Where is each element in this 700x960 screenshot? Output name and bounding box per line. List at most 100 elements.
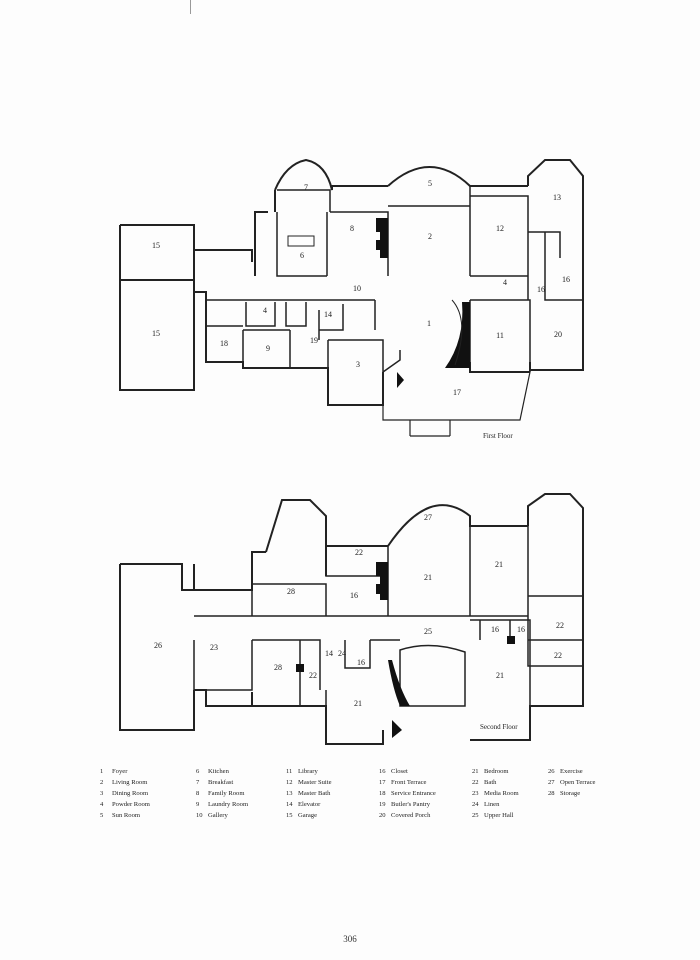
- first-floor-dining-fireplace: [397, 372, 404, 388]
- legend-label: Foyer: [112, 768, 128, 775]
- legend-number: 17: [379, 779, 386, 786]
- legend-label: Powder Room: [112, 801, 150, 808]
- room-number-label: 12: [496, 224, 504, 233]
- legend-label: Linen: [484, 801, 500, 808]
- legend-item: 16 Closet: [379, 766, 436, 777]
- legend-label: Closet: [391, 768, 408, 775]
- room-number-label: 16: [517, 625, 525, 634]
- legend-item: 26 Exercise: [548, 766, 595, 777]
- legend-item: 21 Bedroom: [472, 766, 519, 777]
- legend-label: Family Room: [208, 790, 245, 797]
- legend-label: Upper Hall: [484, 812, 514, 819]
- room-number-label: 16: [350, 591, 358, 600]
- legend-label: Bedroom: [484, 768, 509, 775]
- legend-number: 19: [379, 801, 386, 808]
- legend-item: 19 Butler's Pantry: [379, 799, 436, 810]
- legend-label: Elevator: [298, 801, 321, 808]
- room-number-label: 21: [495, 560, 503, 569]
- second-floor-fireplace: [376, 562, 388, 600]
- legend-number: 18: [379, 790, 386, 797]
- page-number: 306: [343, 934, 357, 944]
- room-number-label: 11: [496, 331, 504, 340]
- legend-number: 4: [100, 801, 104, 808]
- room-number-label: 16: [357, 658, 365, 667]
- room-number-label: 3: [356, 360, 360, 369]
- legend-label: Covered Porch: [391, 812, 431, 819]
- first-floor-stair: [445, 302, 470, 368]
- room-number-label: 21: [354, 699, 362, 708]
- legend-item: 4 Powder Room: [100, 799, 150, 810]
- room-number-label: 22: [309, 671, 317, 680]
- room-number-label: 22: [554, 651, 562, 660]
- room-number-label: 15: [152, 329, 160, 338]
- second-floor-interior-walls: [181, 526, 583, 744]
- legend-number: 24: [472, 801, 479, 808]
- room-number-label: 14: [324, 310, 332, 319]
- room-number-label: 9: [266, 344, 270, 353]
- legend-label: Service Entrance: [391, 790, 436, 797]
- legend-number: 12: [286, 779, 293, 786]
- room-number-label: 10: [353, 284, 361, 293]
- room-number-label: 22: [355, 548, 363, 557]
- legend-label: Master Suite: [298, 779, 332, 786]
- room-number-label: 24: [338, 649, 346, 658]
- room-number-label: 4: [263, 306, 267, 315]
- room-number-label: 21: [496, 671, 504, 680]
- room-number-label: 28: [274, 663, 282, 672]
- legend-number: 26: [548, 768, 555, 775]
- first-floor-curved-stair: [451, 299, 463, 366]
- legend-label: Exercise: [560, 768, 583, 775]
- second-floor-stair-fill: [388, 660, 410, 706]
- room-number-label: 6: [300, 251, 304, 260]
- legend-label: Butler's Pantry: [391, 801, 431, 808]
- room-number-label: 16: [491, 625, 499, 634]
- first-floor-terrace: [382, 371, 531, 437]
- legend-number: 21: [472, 768, 479, 775]
- legend-number: 2: [100, 779, 104, 786]
- room-number-label: 15: [152, 241, 160, 250]
- legend-number: 10: [196, 812, 203, 819]
- legend-number: 27: [548, 779, 555, 786]
- legend-item: 15 Garage: [286, 810, 332, 821]
- legend-label: Library: [298, 768, 318, 775]
- legend-label: Media Room: [484, 790, 519, 797]
- room-number-label: 27: [424, 513, 432, 522]
- room-number-label: 8: [350, 224, 354, 233]
- legend-number: 16: [379, 768, 386, 775]
- legend-label: Living Room: [112, 779, 148, 786]
- first-floor-fireplace: [376, 218, 388, 258]
- room-number-label: 21: [424, 573, 432, 582]
- legend-label: Bath: [484, 779, 497, 786]
- legend-number: 15: [286, 812, 293, 819]
- second-floor-caption: Second Floor: [480, 723, 518, 731]
- legend-number: 7: [196, 779, 200, 786]
- legend-label: Sun Room: [112, 812, 141, 819]
- room-number-label: 18: [220, 339, 228, 348]
- legend-label: Laundry Room: [208, 801, 249, 808]
- first-floor-caption: First Floor: [483, 432, 513, 440]
- legend-label: Kitchen: [208, 768, 229, 775]
- legend-label: Garage: [298, 812, 318, 819]
- legend-number: 1: [100, 768, 104, 775]
- room-number-label: 13: [553, 193, 561, 202]
- legend-number: 23: [472, 790, 479, 797]
